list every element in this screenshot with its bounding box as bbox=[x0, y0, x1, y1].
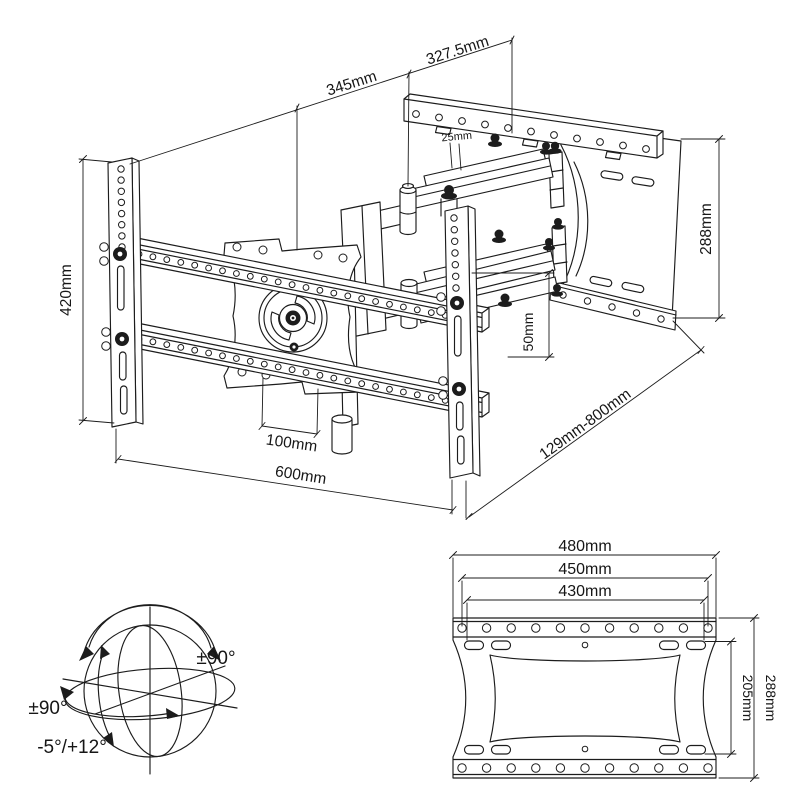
dim-label-288mm-main: 288mm bbox=[698, 203, 715, 255]
dim-label-327-5mm: 327.5mm bbox=[424, 33, 491, 69]
dim-label-420mm: 420mm bbox=[58, 264, 75, 316]
dim-label-extension-range: 129mm-800mm bbox=[536, 386, 634, 464]
dim-label-450mm: 450mm bbox=[558, 561, 611, 578]
dim-label-480mm: 480mm bbox=[558, 538, 611, 555]
front-top-holes bbox=[457, 623, 713, 633]
dim-label-tilt: -5°/+12° bbox=[37, 737, 107, 758]
upper-rail bbox=[129, 237, 490, 333]
dim-label-100mm: 100mm bbox=[265, 432, 319, 456]
dim-label-288mm-front: 288mm bbox=[763, 675, 779, 722]
dim-label-swivel: ±90° bbox=[196, 648, 235, 669]
dim-label-205mm: 205mm bbox=[740, 675, 756, 722]
arm-bolts bbox=[488, 133, 563, 307]
rotation-sphere-view: ±90° ±90° -5°/+12° bbox=[28, 604, 238, 775]
dim-label-pan: ±90° bbox=[28, 698, 67, 719]
main-view-dimensions bbox=[78, 35, 726, 520]
right-bracket-holes bbox=[450, 214, 460, 292]
dim-label-430mm: 430mm bbox=[558, 583, 611, 600]
dim-label-50mm: 50mm bbox=[520, 313, 536, 352]
front-bottom-holes bbox=[457, 763, 713, 773]
right-tv-bracket bbox=[436, 205, 481, 479]
wall-plate-front-view: 480mm 450mm 430mm 205mm 288mm bbox=[449, 538, 779, 782]
wall-plate-body bbox=[549, 123, 682, 331]
dim-label-25mm: 25mm bbox=[441, 130, 472, 145]
left-tv-bracket bbox=[99, 157, 144, 428]
wall-plate-bottom-holes bbox=[559, 291, 665, 323]
rotation-disc bbox=[258, 283, 328, 353]
dim-label-345mm: 345mm bbox=[324, 68, 378, 100]
wall-plate-top-bar bbox=[403, 93, 664, 161]
main-isometric-view: 345mm 327.5mm 25mm 288mm 420mm 50mm 100m… bbox=[58, 33, 726, 520]
wall-plate-top-holes bbox=[412, 110, 650, 153]
front-view-dimensions bbox=[449, 551, 760, 782]
